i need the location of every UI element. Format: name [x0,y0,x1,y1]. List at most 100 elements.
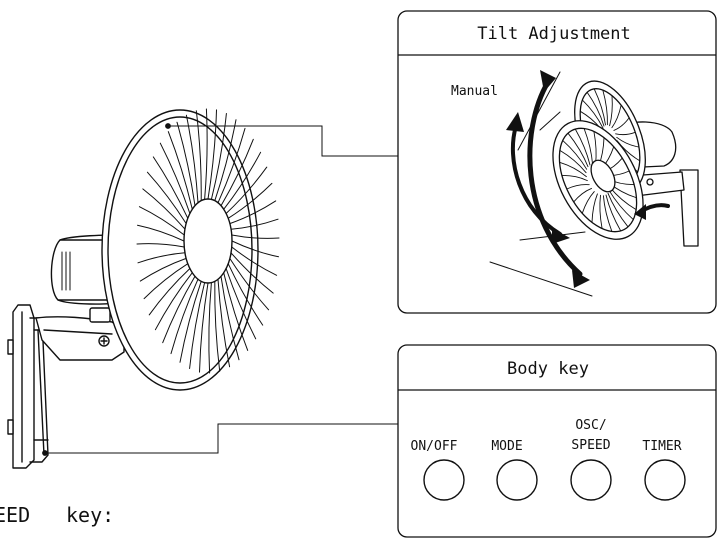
grill-spoke [220,138,254,207]
wall-fan-illustration [7,108,280,469]
grill-spoke [229,257,270,311]
grill-spoke [152,156,189,219]
footer-fragment: EED [0,503,30,527]
wall-mount-bracket [7,304,49,469]
key-mode: MODE [491,439,538,501]
grill-spoke [208,282,212,374]
grill-spoke [229,200,277,225]
onoff-button[interactable] [423,459,465,501]
grill-spoke [159,142,191,214]
grill-spoke [593,88,606,126]
grill-spoke [225,166,268,214]
grill-spoke [581,99,604,129]
grill-spoke [170,278,199,355]
grill-spoke [574,128,591,166]
grill-spoke [573,187,592,203]
grill-spoke [146,171,187,225]
grill-spoke [602,195,613,232]
grill-spoke [559,149,587,174]
key-label-mode: MODE [491,439,522,454]
grill-spoke [223,272,249,351]
grill-spoke [607,192,629,228]
grill-spoke [586,91,605,127]
grill-spoke [602,89,608,126]
grill-spoke [613,117,630,131]
grill-spoke [162,275,196,344]
grill-spoke [214,119,237,202]
body-key-panel: Body key ON/OFF MODE OSC/ SPEED TIMER [397,344,717,538]
grill-spoke [189,282,206,369]
grill-spoke [561,175,588,182]
grill-spoke [185,114,199,204]
key-label-osc: OSC/ [575,418,606,433]
grill-spoke [195,110,202,202]
grill-spoke [615,131,636,136]
tilting-fan-illustration [489,70,699,297]
grill-spoke [230,218,279,230]
grill-spoke [227,182,273,219]
grill-spoke [179,280,202,363]
grill-spoke [230,252,274,294]
grill-spoke [210,113,227,200]
key-label-onoff: ON/OFF [411,439,458,454]
grill-spoke [137,252,186,264]
grill-spoke [199,282,209,373]
key-onoff: ON/OFF [411,439,465,501]
grill-spoke [167,131,193,210]
grill-spoke [148,268,191,316]
grill-spoke [605,194,622,232]
body-key-title: Body key [507,359,589,379]
osc-speed-button[interactable] [570,459,612,501]
key-label-speed: SPEED [571,438,610,453]
grill-spoke [566,184,590,190]
tilt-arrow-inner [511,124,562,236]
grill-spoke [214,280,221,372]
grill-spoke [567,132,589,168]
leader-line-body-key [45,423,398,454]
grill-spoke [231,234,280,239]
grill-spoke [616,136,640,148]
grill-spoke [225,268,257,340]
mount-arm [35,307,125,361]
grill-spoke [217,278,231,368]
grill-spoke [138,206,185,236]
grill-spoke [139,257,187,282]
grill-spoke [611,104,622,129]
grill-spoke [583,128,594,165]
grill-spoke [227,263,264,326]
tilt-adjustment-panel: Tilt Adjustment Manual [397,10,717,314]
key-timer: TIMER [642,439,686,501]
mode-button[interactable] [496,459,538,501]
grill-spoke [231,240,279,258]
grill-spoke [217,127,246,204]
grill-spoke [581,191,595,214]
grill-spoke [220,275,240,361]
grill-spoke [154,272,193,331]
grill-spoke [204,108,208,200]
key-osc-speed: OSC/ SPEED [570,418,612,501]
grill-spoke [591,193,598,223]
grill-spoke [136,243,185,248]
footer-key-word: key: [66,503,114,527]
manual-label: Manual [451,84,498,99]
grill-spoke [609,95,613,127]
leader-line-tilt [168,125,398,157]
timer-button[interactable] [644,459,686,501]
grill-spoke [559,161,587,178]
grill-center-badge [183,198,233,284]
tilt-arrow-outer [527,79,583,277]
grill-spoke [562,139,588,170]
grill-spokes [136,108,280,374]
grill-spoke [231,246,278,276]
grill-spoke [137,224,185,242]
grill-spoke [599,194,603,230]
key-label-timer: TIMER [642,439,681,454]
grill-spoke [142,188,186,230]
grill-spoke [223,151,262,210]
tilt-panel-title: Tilt Adjustment [477,24,631,44]
grill-spoke [207,109,217,200]
grill-spoke [143,263,189,300]
grill-spoke [176,121,196,207]
